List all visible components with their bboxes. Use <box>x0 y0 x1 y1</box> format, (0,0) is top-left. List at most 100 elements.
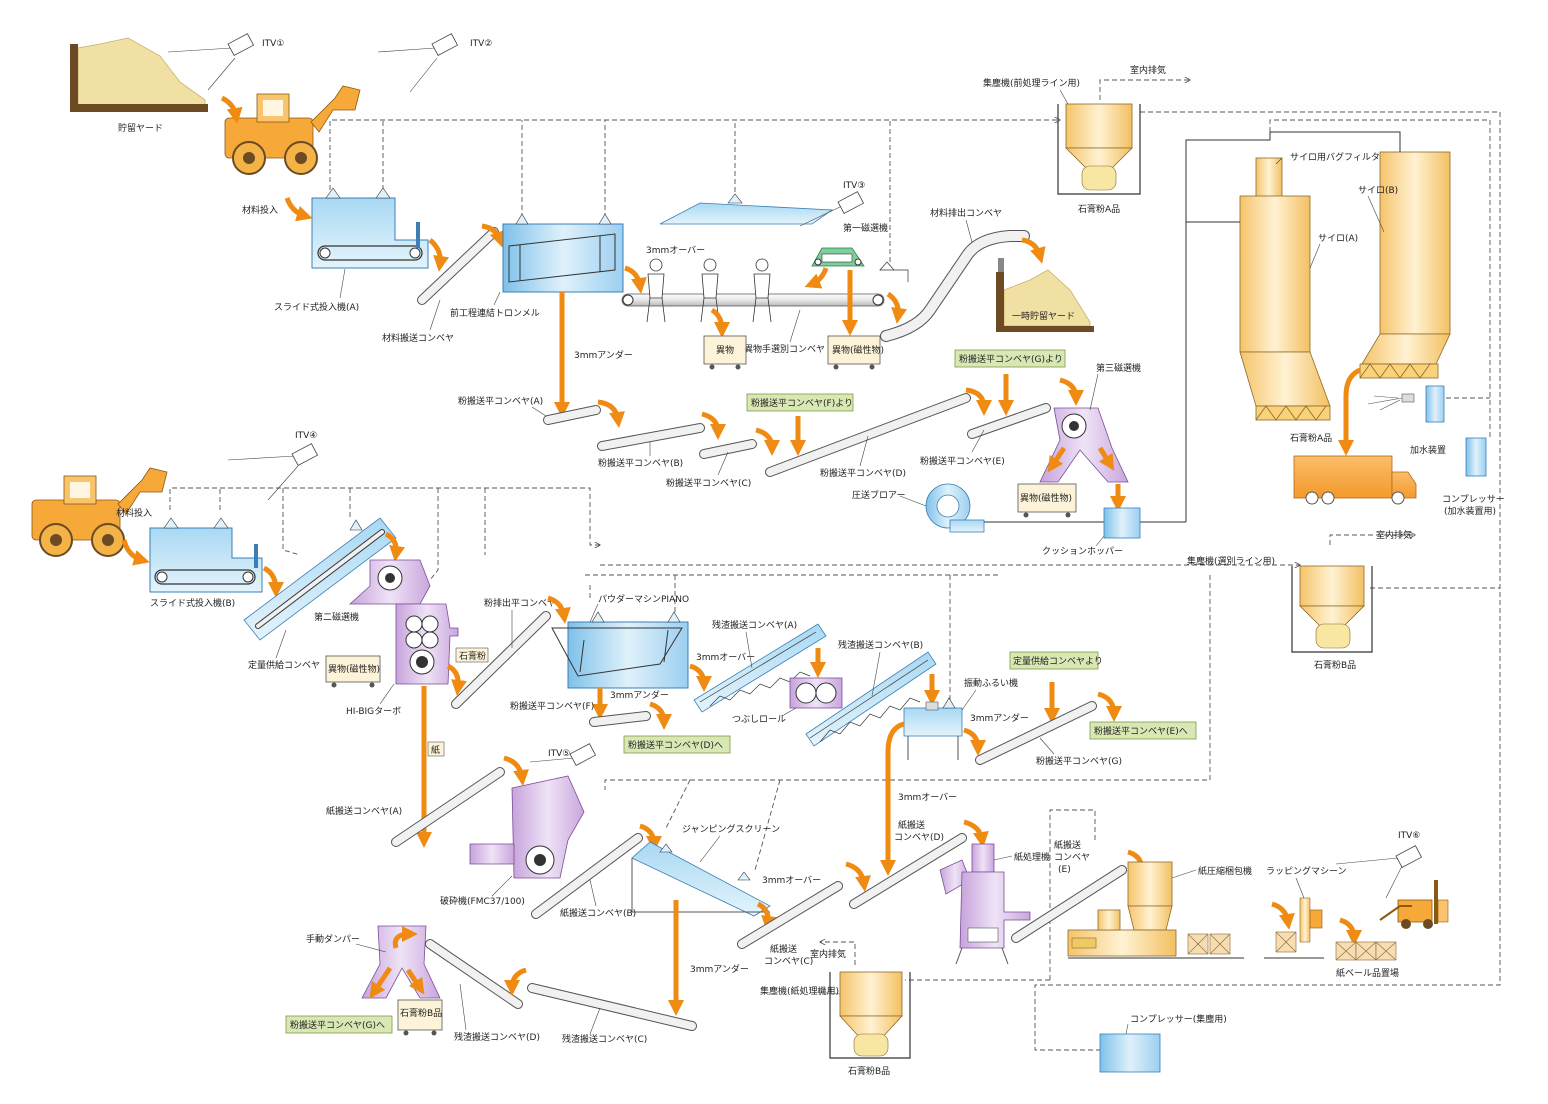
silo-a-label: サイロ(A) <box>1318 233 1358 244</box>
wheel-loader-icon <box>31 467 168 557</box>
jumping-screen-label: ジャンピングスクリーン <box>682 823 780 835</box>
powder-out-label: 粉排出平コンベヤ <box>484 597 556 609</box>
gypsum-a-2-label: 石膏粉A品 <box>1290 432 1332 444</box>
slide-feeder-b: 材料投入 スライド式投入機(B) <box>116 507 263 609</box>
trommel: 前工程連結トロンメル <box>450 213 624 319</box>
bale-yard: 紙ベール品置場 <box>1335 941 1399 979</box>
residue-conveyor-a: 残渣搬送コンベヤ(A) <box>693 619 827 713</box>
from-f-tag: 粉搬送平コンベヤ(F)より <box>746 393 854 412</box>
silo-b: サイロ(B) サイロ用バグフィルタ <box>1275 151 1451 379</box>
from-f-label: 粉搬送平コンベヤ(F)より <box>751 397 853 409</box>
hibig-turbo: HI-BIGターボ <box>346 603 459 717</box>
blower: 圧送ブロアー <box>852 483 985 533</box>
foreign-bin: 異物 <box>703 335 747 370</box>
paper-conv-d-label-2: コンベヤ(D) <box>894 833 944 843</box>
collector-sort-label: 集塵機(選別ライン用) <box>1187 555 1275 567</box>
itv2-label: ITV② <box>470 39 492 49</box>
crush-roll: つぶしロール <box>732 677 843 725</box>
indoor-exhaust-2-label: 室内排気 <box>1376 529 1412 541</box>
itv5-camera-icon: ITV⑤ <box>529 743 597 767</box>
trommel-label: 前工程連結トロンメル <box>450 307 540 319</box>
itv3-label: ITV③ <box>843 181 865 191</box>
silo-b-label: サイロ(B) <box>1358 185 1398 196</box>
dust-duct-network <box>169 80 1501 1051</box>
vib-screen-label: 振動ふるい機 <box>964 677 1018 689</box>
from-g-tag: 粉搬送平コンベヤ(G)より <box>954 349 1066 368</box>
jumping-screen: ジャンピングスクリーン <box>631 823 780 917</box>
collector-pre: 集塵機(前処理ライン用) 室内排気 石膏粉A品 <box>983 64 1166 215</box>
collector-paper-label: 集塵機(紙処理機用) <box>760 985 839 997</box>
powder-conveyor-d: 粉搬送平コンベヤ(D) <box>765 393 971 479</box>
material-conveyor: 材料搬送コンベヤ <box>382 227 499 344</box>
exhaust-hood <box>659 193 834 225</box>
residue-conveyor-c: 残渣搬送コンベヤ(C) <box>527 983 697 1045</box>
crush-roll-label: つぶしロール <box>732 714 786 725</box>
over-3mm-1-label: 3mmオーバー <box>646 245 705 256</box>
foreign-magnetic-bin-1: 異物(磁性物) <box>827 335 884 370</box>
slide-feeder-a: 材料投入 スライド式投入機(A) <box>242 187 429 313</box>
compressor-water: コンプレッサー (加水装置用) <box>1442 437 1505 517</box>
powder-conveyor-f: 粉搬送平コンベヤ(F) <box>510 700 651 727</box>
fixed-feed-conveyor: 定量供給コンベヤ <box>243 517 397 671</box>
residue-d-label: 残渣搬送コンベヤ(D) <box>454 1031 540 1043</box>
material-input-b-label: 材料投入 <box>116 507 152 519</box>
itv4-label: ITV④ <box>295 431 317 441</box>
manual-damper-label: 手動ダンパー <box>306 933 360 945</box>
residue-a-label: 残渣搬送コンベヤ(A) <box>712 619 797 631</box>
to-e-label: 粉搬送平コンベヤ(E)へ <box>1094 725 1188 737</box>
indoor-exhaust-3-label: 室内排気 <box>810 948 846 960</box>
compressor-water-label-1: コンプレッサー <box>1442 494 1505 505</box>
paper-conv-c-label-2: コンベヤ(C) <box>764 957 813 967</box>
itv6-camera-icon: ITV⑥ <box>1335 831 1423 899</box>
gypsum-tag-label: 石膏粉 <box>459 650 486 662</box>
cushion-hopper: クッションホッパー <box>1042 507 1141 557</box>
temp-yard: 一時貯留ヤード <box>996 258 1094 332</box>
powder-f-label: 粉搬送平コンベヤ(F) <box>510 700 594 712</box>
paper-conv-e-label-3: (E) <box>1058 865 1071 875</box>
from-g-label: 粉搬送平コンベヤ(G)より <box>959 353 1063 365</box>
itv2-camera-icon: ITV② <box>377 33 492 93</box>
silo-filter-label: サイロ用バグフィルタ <box>1290 151 1380 163</box>
paper-processor-label: 紙処理機 <box>1014 851 1050 863</box>
foreign-label: 異物 <box>716 344 734 356</box>
slide-feeder-a-label: スライド式投入機(A) <box>274 301 359 313</box>
gypsum-b-2-label: 石膏粉B品 <box>400 1007 442 1019</box>
blower-label: 圧送ブロアー <box>852 489 905 501</box>
powder-conveyor-b: 粉搬送平コンベヤ(B) <box>597 423 705 469</box>
storage-yard-label: 貯留ヤード <box>118 122 163 134</box>
hand-sort-conveyor-label: 異物手選別コンベヤ <box>744 343 825 355</box>
material-input-a-label: 材料投入 <box>242 204 278 216</box>
paper-processor: 紙処理機 <box>939 843 1050 965</box>
fixed-feed-from-tag: 定量供給コンベヤより <box>1009 651 1103 670</box>
paper-conveyor-e: 紙搬送 コンベヤ (E) <box>1011 839 1127 943</box>
gypsum-tag: 石膏粉 <box>455 647 489 663</box>
indoor-exhaust-1-label: 室内排気 <box>1130 64 1166 76</box>
over-3mm-2-label: 3mmオーバー <box>696 652 755 663</box>
paper-baler: 紙圧縮梱包機 <box>1067 861 1252 959</box>
truck-icon <box>1293 455 1417 505</box>
powder-conveyor-e: 粉搬送平コンベヤ(E) <box>920 403 1051 467</box>
paper-conveyor-d: 紙搬送 コンベヤ(D) <box>849 819 967 909</box>
material-conveyor-label: 材料搬送コンベヤ <box>382 332 454 344</box>
gypsum-b-3-label: 石膏粉B品 <box>848 1065 890 1077</box>
fixed-feed-conveyor-label: 定量供給コンベヤ <box>248 659 320 671</box>
second-magnet: 第二磁選機 <box>314 559 431 623</box>
to-g-tag: 粉搬送平コンベヤ(G)へ <box>285 1015 393 1034</box>
itv4-camera-icon: ITV④ <box>227 431 319 501</box>
foreign-magnetic-2-label: 異物(磁性物) <box>1020 492 1072 504</box>
vibrating-screen: 振動ふるい機 <box>903 677 1018 760</box>
powder-conveyor-c: 粉搬送平コンベヤ(C) <box>666 439 757 489</box>
powder-a-label: 粉搬送平コンベヤ(A) <box>458 395 543 407</box>
silo-a: サイロ(A) 石膏粉A品 <box>1239 157 1358 444</box>
itv6-label: ITV⑥ <box>1398 831 1420 841</box>
to-g-label: 粉搬送平コンベヤ(G)へ <box>290 1019 385 1031</box>
second-magnet-label: 第二磁選機 <box>314 611 359 623</box>
foreign-magnetic-bin-3: 異物(磁性物) <box>325 655 381 688</box>
powder-c-label: 粉搬送平コンベヤ(C) <box>666 477 751 489</box>
compressor-dust-label: コンプレッサー(集塵用) <box>1130 1013 1227 1025</box>
temp-yard-label: 一時貯留ヤード <box>1012 310 1075 322</box>
residue-b-label: 残渣搬送コンベヤ(B) <box>838 639 923 651</box>
collector-sort: 集塵機(選別ライン用) 室内排気 石膏粉B品 <box>1187 529 1412 671</box>
water-device-label: 加水装置 <box>1410 444 1446 456</box>
powder-d-label: 粉搬送平コンベヤ(D) <box>820 467 906 479</box>
